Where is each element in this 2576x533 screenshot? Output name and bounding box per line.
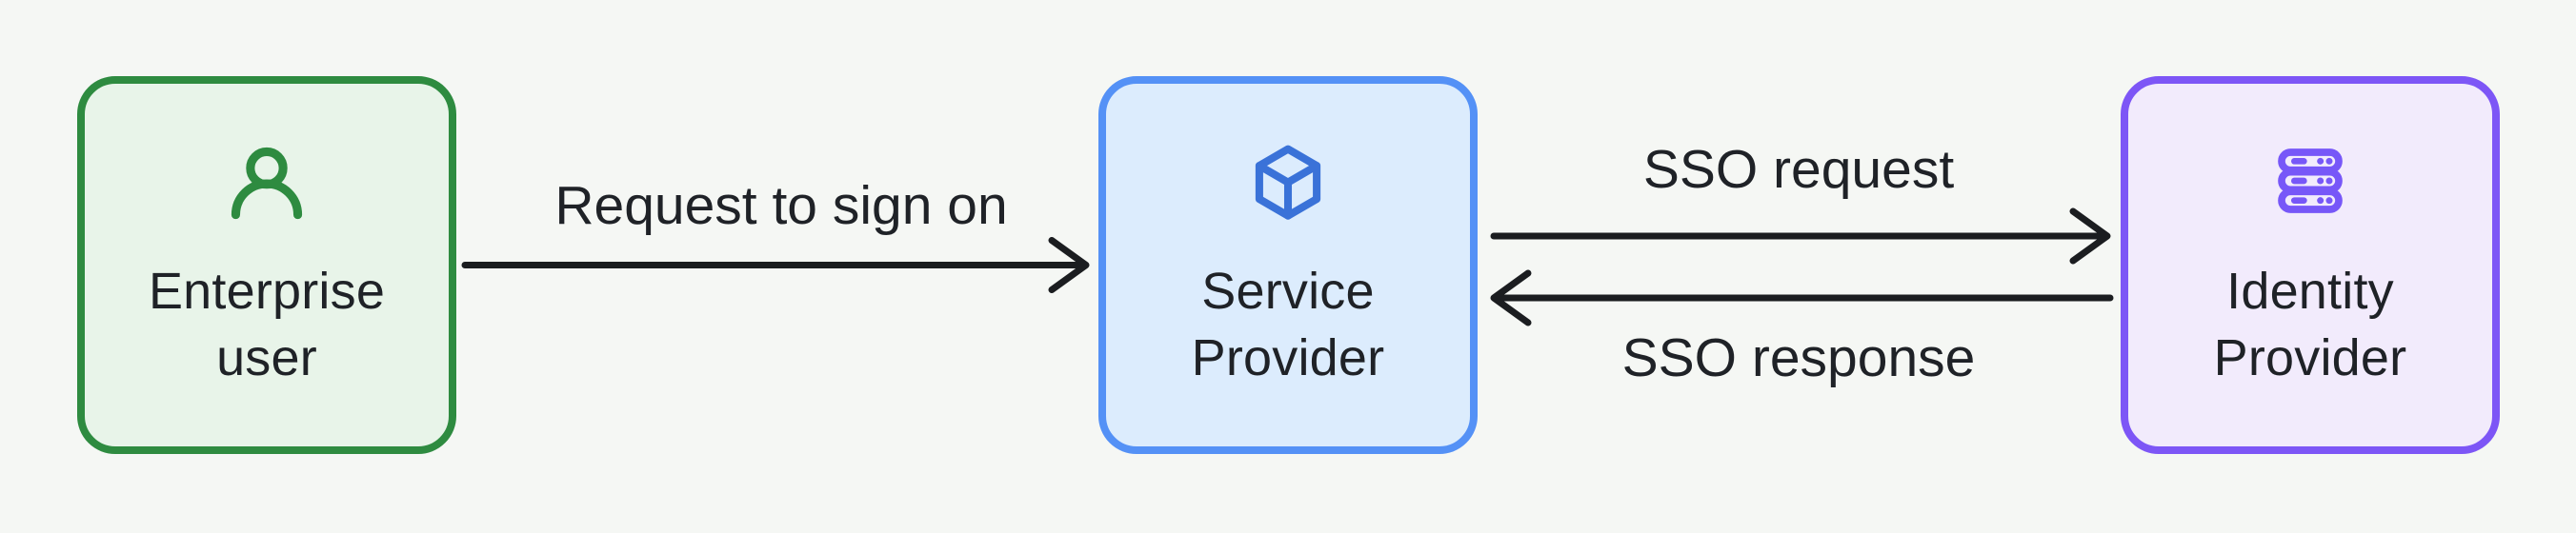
node-label-identity-provider: Identity Provider <box>2128 258 2492 391</box>
edge-label-sso-response: SSO response <box>1621 327 1976 388</box>
server-icon <box>2272 143 2348 224</box>
arrow-sso-request <box>1490 207 2111 265</box>
cube-icon <box>1248 143 1328 227</box>
node-label-line: Service <box>1201 263 1375 320</box>
user-icon <box>227 143 307 227</box>
node-enterprise-user: Enterprise user <box>77 76 456 454</box>
arrow-sso-response <box>1490 269 2114 326</box>
edge-label-request-to-sign-on: Request to sign on <box>554 175 1008 236</box>
node-label-service-provider: Service Provider <box>1106 258 1470 391</box>
node-label-line: Identity <box>2226 263 2394 320</box>
node-label-line: Enterprise <box>148 263 386 320</box>
arrow-request-to-sign-on <box>461 237 1090 293</box>
node-label-line: Provider <box>2213 329 2407 386</box>
node-label-enterprise-user: Enterprise user <box>85 258 449 391</box>
node-label-line: user <box>216 329 317 386</box>
node-service-provider: Service Provider <box>1098 76 1478 454</box>
edge-label-sso-request: SSO request <box>1642 139 1955 200</box>
node-label-line: Provider <box>1191 329 1385 386</box>
node-identity-provider: Identity Provider <box>2121 76 2500 454</box>
